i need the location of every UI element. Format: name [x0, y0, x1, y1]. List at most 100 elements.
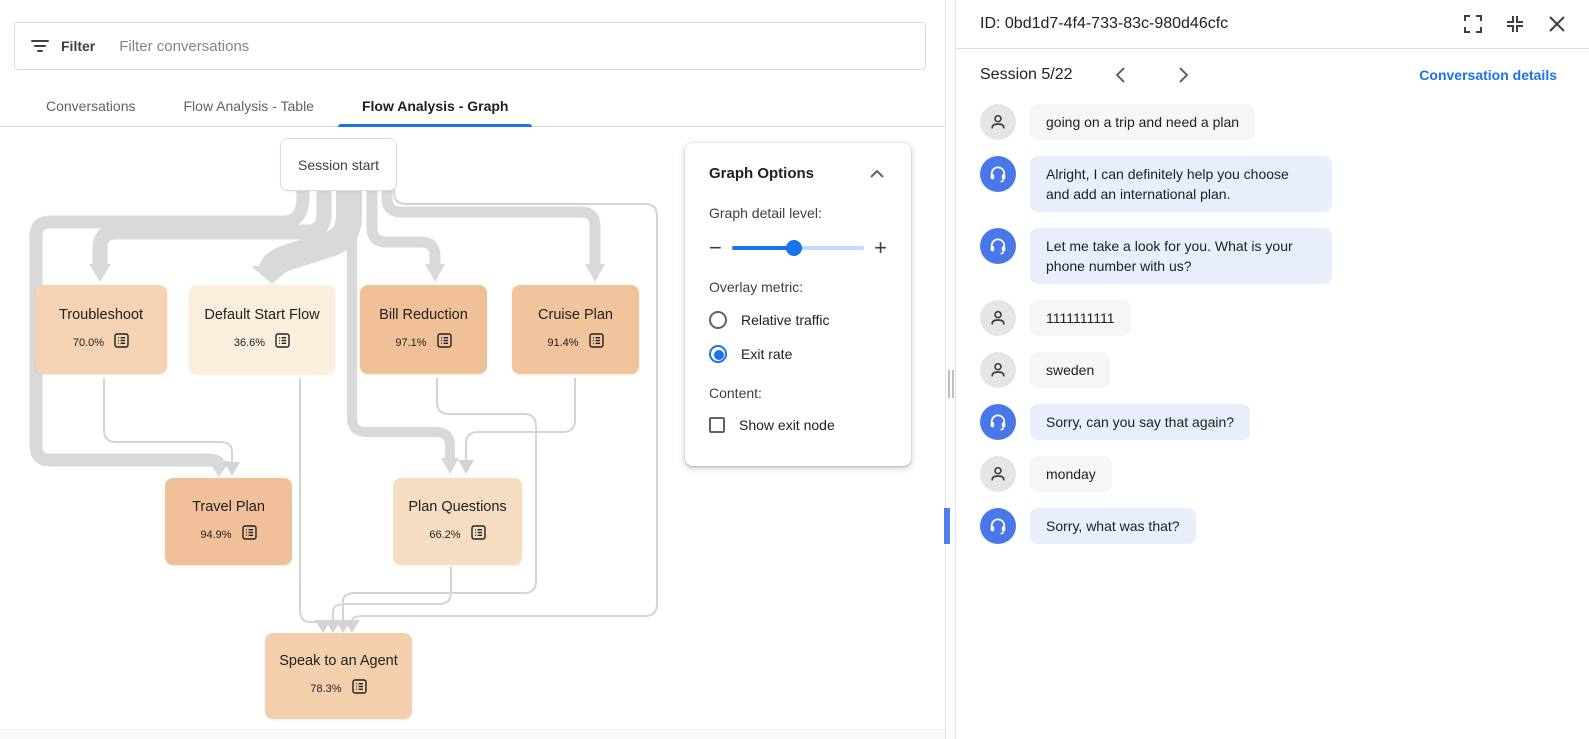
filter-bar[interactable]: Filter Filter conversations	[14, 22, 926, 70]
node-cruise-plan[interactable]: Cruise Plan 91.4%	[512, 285, 639, 374]
bot-avatar	[980, 228, 1016, 264]
chat-message: sweden	[980, 352, 1565, 388]
message-bubble: going on a trip and need a plan	[1030, 104, 1256, 140]
node-label: Speak to an Agent	[279, 653, 398, 669]
list-alt-icon[interactable]	[588, 332, 604, 353]
node-exit-rate: 91.4%	[547, 336, 579, 349]
flow-analysis-panel: Filter Filter conversations Conversation…	[0, 22, 945, 730]
chat-message: Sorry, can you say that again?	[980, 404, 1565, 440]
session-label: Session 5/22	[980, 66, 1073, 83]
next-session-icon[interactable]	[1171, 63, 1195, 87]
chevron-up-icon[interactable]	[867, 163, 887, 183]
highlight-bar	[944, 508, 950, 544]
overlay-option-label: Relative traffic	[741, 312, 830, 328]
message-bubble: Alright, I can definitely help you choos…	[1030, 156, 1332, 212]
node-default-start-flow[interactable]: Default Start Flow 36.6%	[189, 285, 335, 374]
bot-avatar	[980, 156, 1016, 192]
node-plan-questions[interactable]: Plan Questions 66.2%	[393, 478, 522, 565]
conversation-id: ID: 0bd1d7-4f4-733-83c-980d46cfc	[980, 15, 1229, 32]
chat-message: going on a trip and need a plan	[980, 104, 1565, 140]
user-avatar	[980, 300, 1016, 336]
tab-label: Conversations	[46, 97, 136, 114]
message-text: monday	[1046, 466, 1096, 482]
node-session-start[interactable]: Session start	[280, 138, 397, 191]
tab-flow-analysis-graph[interactable]: Flow Analysis - Graph	[337, 85, 533, 127]
minus-icon[interactable]: −	[709, 235, 722, 260]
message-text: going on a trip and need a plan	[1046, 114, 1240, 130]
node-speak-to-an-agent[interactable]: Speak to an Agent 78.3%	[265, 633, 412, 719]
filter-input-placeholder[interactable]: Filter conversations	[119, 37, 250, 55]
list-alt-icon[interactable]	[470, 524, 486, 545]
chat-message: monday	[980, 456, 1565, 492]
list-alt-icon[interactable]	[436, 332, 452, 353]
node-exit-rate: 78.3%	[310, 683, 342, 695]
fullscreen-icon[interactable]	[1463, 14, 1483, 34]
filter-label: Filter	[61, 38, 96, 54]
list-alt-icon[interactable]	[114, 332, 129, 353]
radio-icon[interactable]	[709, 311, 727, 329]
previous-session-icon[interactable]	[1109, 63, 1133, 87]
slider-fill	[731, 246, 795, 250]
chat-message: Sorry, what was that?	[944, 508, 1565, 544]
node-troubleshoot[interactable]: Troubleshoot 70.0%	[35, 285, 167, 374]
panel-resize-handle[interactable]	[945, 0, 956, 739]
person-icon	[988, 464, 1008, 484]
node-bill-reduction[interactable]: Bill Reduction 97.1%	[360, 285, 487, 374]
person-icon	[988, 112, 1008, 132]
list-alt-icon[interactable]	[275, 332, 290, 353]
message-text: sweden	[1046, 362, 1095, 378]
node-exit-rate: 36.6%	[233, 336, 266, 349]
headset-icon	[988, 412, 1008, 432]
message-text: Alright, I can definitely help you choos…	[1046, 166, 1289, 202]
list-alt-icon[interactable]	[241, 524, 257, 545]
bot-avatar	[980, 508, 1016, 544]
message-bubble: sweden	[1030, 352, 1111, 388]
slider-track[interactable]	[731, 240, 865, 256]
node-travel-plan[interactable]: Travel Plan 94.9%	[165, 478, 292, 565]
flow-graph: Session start Troubleshoot 70.0% Default…	[0, 128, 945, 729]
person-icon	[988, 360, 1008, 380]
node-label: Bill Reduction	[379, 306, 468, 323]
plus-icon[interactable]: +	[874, 235, 887, 260]
message-bubble: monday	[1030, 456, 1112, 492]
node-exit-rate: 66.2%	[429, 528, 461, 541]
tab-conversations[interactable]: Conversations	[22, 85, 160, 126]
slider-thumb[interactable]	[786, 240, 803, 256]
user-avatar	[980, 104, 1016, 140]
content-label: Content:	[709, 385, 762, 401]
filter-icon	[31, 39, 49, 53]
message-bubble: 1111111111	[1030, 300, 1131, 336]
message-list: going on a trip and need a plan Alright,…	[944, 104, 1565, 544]
graph-detail-label: Graph detail level:	[709, 205, 822, 221]
headset-icon	[988, 516, 1008, 536]
node-label: Travel Plan	[192, 498, 265, 515]
node-label: Cruise Plan	[538, 306, 613, 323]
close-icon[interactable]	[1547, 14, 1567, 34]
chat-message: Let me take a look for you. What is your…	[980, 228, 1565, 284]
user-avatar	[980, 456, 1016, 492]
list-alt-icon[interactable]	[351, 679, 367, 699]
overlay-option-label: Exit rate	[741, 346, 793, 362]
fullscreen-exit-icon[interactable]	[1505, 14, 1525, 34]
tab-label: Flow Analysis - Table	[183, 97, 314, 114]
show-exit-node-label: Show exit node	[739, 417, 835, 433]
tab-bar: Conversations Flow Analysis - Table Flow…	[0, 85, 945, 127]
radio-icon[interactable]	[709, 345, 727, 363]
tab-flow-analysis-table[interactable]: Flow Analysis - Table	[160, 85, 338, 126]
show-exit-node-checkbox[interactable]	[709, 417, 725, 433]
message-bubble: Sorry, can you say that again?	[1030, 404, 1251, 440]
conversation-details-link[interactable]: Conversation details	[1419, 67, 1557, 83]
conversation-header: ID: 0bd1d7-4f4-733-83c-980d46cfc	[956, 0, 1589, 49]
overlay-option-exit-rate[interactable]: Exit rate	[709, 345, 887, 363]
graph-detail-slider: − +	[709, 235, 887, 260]
chat-message: 1111111111	[980, 300, 1565, 336]
overlay-option-relative-traffic[interactable]: Relative traffic	[709, 311, 887, 329]
bot-avatar	[980, 404, 1016, 440]
message-bubble: Let me take a look for you. What is your…	[1030, 228, 1332, 284]
chat-message: Alright, I can definitely help you choos…	[980, 156, 1565, 212]
headset-icon	[988, 236, 1008, 256]
node-label: Plan Questions	[408, 498, 507, 515]
graph-options-card: Graph Options Graph detail level: − + Ov…	[685, 143, 911, 466]
node-label: Default Start Flow	[204, 306, 320, 323]
show-exit-node-option[interactable]: Show exit node	[709, 417, 887, 433]
